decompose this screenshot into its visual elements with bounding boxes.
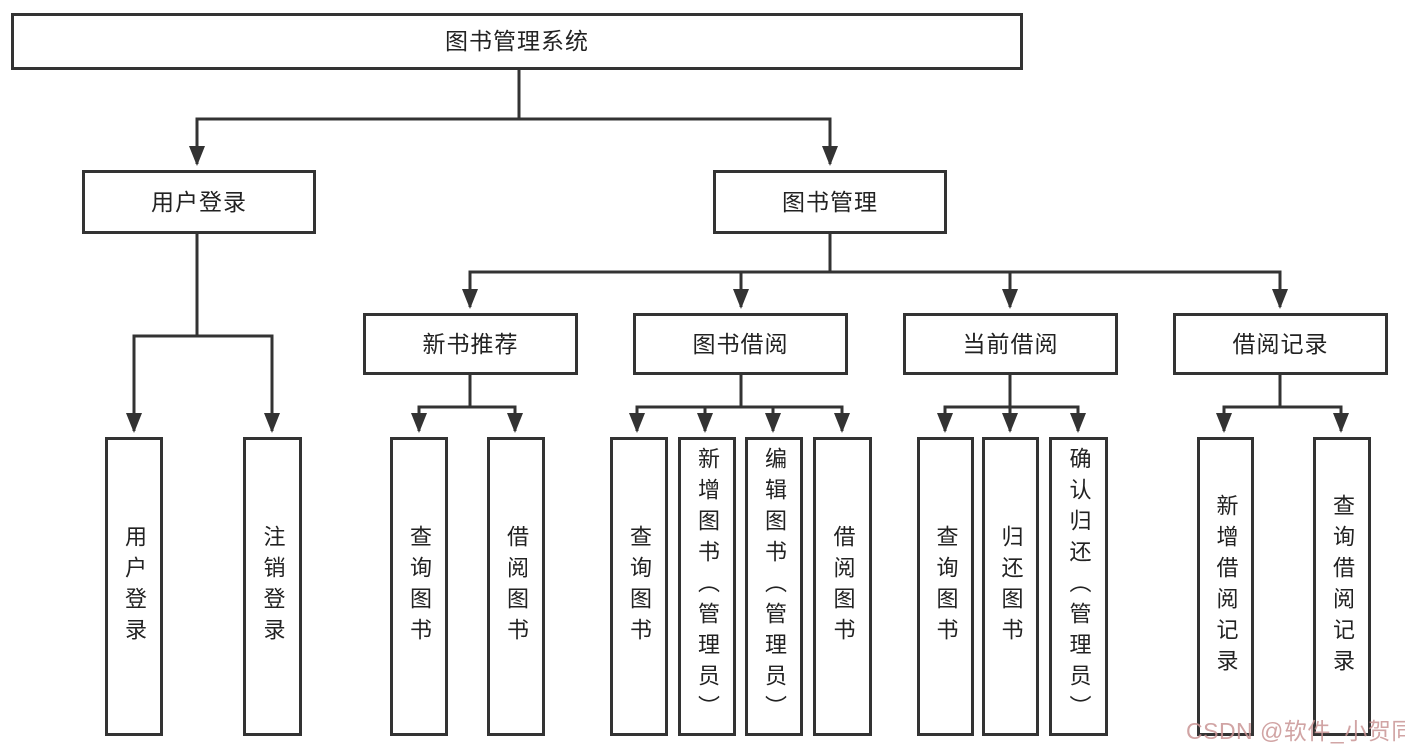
leaf-label: 新增借阅记录	[1213, 493, 1239, 680]
leaf-return-books: 归还图书	[982, 437, 1039, 736]
node-label: 用户登录	[151, 188, 247, 215]
leaf-confirm-return-admin: 确认归还（管理员）	[1049, 437, 1108, 736]
node-label: 图书管理系统	[445, 28, 589, 54]
leaf-query-books-recommend: 查询图书	[390, 437, 448, 736]
node-book-borrowing: 图书借阅	[633, 313, 848, 375]
csdn-watermark: CSDN @软件_小贺同学	[1186, 718, 1405, 744]
node-library-management-system: 图书管理系统	[11, 13, 1023, 70]
leaf-edit-books-admin: 编辑图书（管理员）	[745, 437, 803, 736]
leaf-add-borrow-record: 新增借阅记录	[1197, 437, 1254, 736]
leaf-label: 查询借阅记录	[1330, 493, 1355, 680]
leaf-label: 编辑图书（管理员）	[762, 447, 787, 726]
node-label: 借阅记录	[1232, 330, 1329, 357]
leaf-label: 查询图书	[933, 524, 959, 649]
leaf-query-books-borrowing: 查询图书	[610, 437, 668, 736]
leaf-query-books-current: 查询图书	[917, 437, 974, 736]
leaf-label: 确认归还（管理员）	[1066, 447, 1092, 726]
node-label: 图书管理	[782, 188, 878, 215]
leaf-label: 查询图书	[627, 524, 652, 649]
leaf-query-borrow-record: 查询借阅记录	[1313, 437, 1371, 736]
node-book-management: 图书管理	[713, 170, 947, 234]
leaf-label: 借阅图书	[830, 524, 856, 649]
node-borrow-records: 借阅记录	[1173, 313, 1388, 375]
leaf-label: 用户登录	[122, 524, 147, 649]
leaf-borrow-books: 借阅图书	[813, 437, 872, 736]
node-label: 新书推荐	[422, 330, 519, 357]
leaf-label: 查询图书	[407, 524, 432, 649]
leaf-label: 借阅图书	[504, 524, 529, 649]
node-label: 图书借阅	[692, 330, 789, 357]
node-label: 当前借阅	[962, 330, 1059, 357]
leaf-logout: 注销登录	[243, 437, 302, 736]
leaf-borrow-books-recommend: 借阅图书	[487, 437, 545, 736]
node-user-login: 用户登录	[82, 170, 316, 234]
leaf-label: 新增图书（管理员）	[695, 447, 720, 726]
leaf-add-books-admin: 新增图书（管理员）	[678, 437, 736, 736]
leaf-label: 注销登录	[260, 524, 286, 649]
leaf-label: 归还图书	[998, 524, 1024, 649]
node-current-borrowing: 当前借阅	[903, 313, 1118, 375]
leaf-user-login: 用户登录	[105, 437, 163, 736]
node-new-book-recommend: 新书推荐	[363, 313, 578, 375]
